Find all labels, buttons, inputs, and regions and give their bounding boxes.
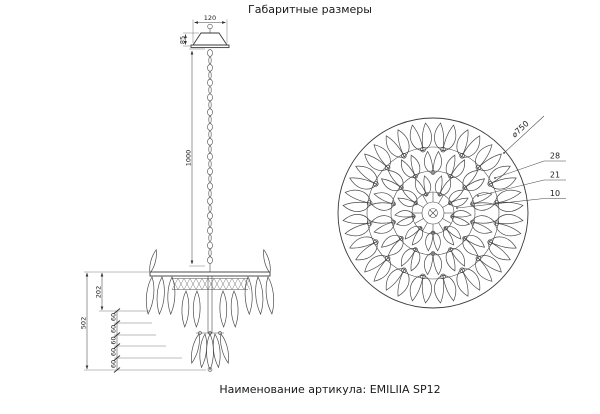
dim-diameter: ⌀750 xyxy=(510,119,531,139)
page-title: Габаритные размеры xyxy=(248,3,372,16)
callout-inner: 10 xyxy=(550,189,560,198)
dim-tier-4: 60 xyxy=(110,348,118,356)
bottom-drop xyxy=(207,367,213,372)
dim-total-height: 502 xyxy=(80,317,88,329)
body-dimension-lines xyxy=(84,271,206,373)
top-view: ⌀750 28 21 10 xyxy=(337,115,566,309)
side-view: 120 85 1000 xyxy=(80,14,276,373)
dim-canopy-width-lines xyxy=(192,19,228,43)
dim-tier-2: 60 xyxy=(110,325,118,333)
chandelier-body xyxy=(144,248,276,372)
dim-tier-1: 60 xyxy=(110,313,118,321)
callout-outer: 28 xyxy=(550,152,560,161)
dim-chain-lines xyxy=(189,48,205,267)
article-name: Наименование артикула: EMILIIA SP12 xyxy=(219,383,440,396)
dim-chain-length: 1000 xyxy=(185,150,193,167)
canopy xyxy=(190,23,230,49)
dim-canopy-height: 85 xyxy=(179,36,187,44)
callout-middle: 21 xyxy=(550,171,560,180)
chain xyxy=(207,49,213,264)
dim-canopy-height-lines xyxy=(183,32,199,47)
topview-callout-lines xyxy=(456,115,566,209)
dim-upper-section: 202 xyxy=(95,286,103,298)
crystal-band xyxy=(171,278,251,290)
dim-tier-3: 60 xyxy=(110,336,118,344)
dim-tier-5: 60 xyxy=(110,360,118,368)
dim-canopy-width: 120 xyxy=(204,14,216,22)
